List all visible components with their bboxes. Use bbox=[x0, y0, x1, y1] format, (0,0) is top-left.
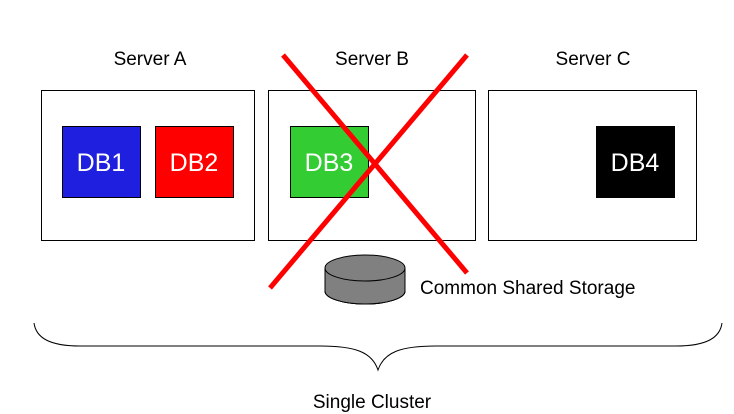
server-a-label: Server A bbox=[114, 49, 187, 70]
cluster-brace bbox=[33, 322, 723, 372]
cluster-label: Single Cluster bbox=[313, 392, 432, 413]
server-a: Server A DB1 DB2 bbox=[41, 49, 255, 241]
db4-box bbox=[596, 126, 675, 198]
server-c-label: Server C bbox=[556, 49, 631, 70]
server-b-label: Server B bbox=[335, 49, 409, 70]
db2-box bbox=[155, 126, 234, 198]
db1-box bbox=[62, 126, 141, 198]
db2-label: DB2 bbox=[170, 149, 219, 177]
shared-storage-cylinder-icon bbox=[324, 254, 406, 305]
db4-label: DB4 bbox=[611, 149, 660, 177]
db1-label: DB1 bbox=[77, 149, 126, 177]
failure-x-mark bbox=[268, 53, 469, 290]
db3-label: DB3 bbox=[305, 149, 354, 177]
server-c: Server C DB4 bbox=[488, 49, 697, 241]
storage-label: Common Shared Storage bbox=[420, 278, 635, 299]
